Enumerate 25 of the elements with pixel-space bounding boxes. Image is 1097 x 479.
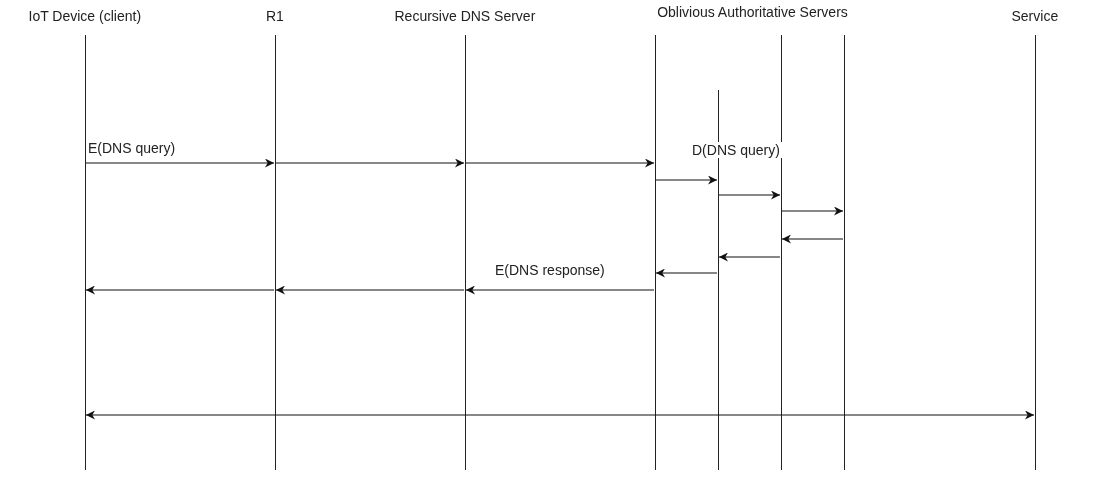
lifeline [718,90,719,470]
message-arrow [465,158,655,168]
lifeline [781,35,782,470]
participant-label: Oblivious Authoritative Servers [656,4,849,20]
participant-label: R1 [266,8,284,24]
message-arrow [85,285,275,295]
message-arrow [781,206,844,216]
message-label: D(DNS query) [690,142,782,158]
message-label: E(DNS query) [86,140,178,156]
message-arrow [275,158,465,168]
message-arrow [718,252,781,262]
message-arrow [85,158,275,168]
message-arrow [465,285,655,295]
participant-label: Recursive DNS Server [394,8,536,24]
lifeline [655,35,656,470]
message-label: E(DNS response) [493,262,607,278]
message-arrow [275,285,465,295]
message-arrow [85,410,1035,420]
lifeline [844,35,845,470]
participant-label: IoT Device (client) [28,8,142,24]
message-arrow [718,190,781,200]
message-arrow [655,268,718,278]
message-arrow [781,234,844,244]
participant-label: Service [1011,8,1059,24]
message-arrow [655,175,718,185]
